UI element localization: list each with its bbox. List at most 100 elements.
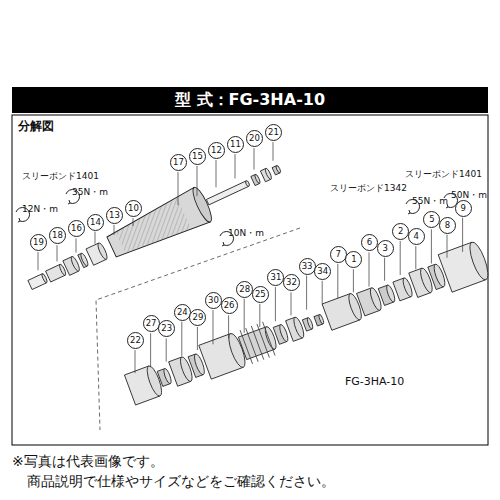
dashed-guide (96, 228, 300, 430)
callout-number: 11 (227, 136, 244, 153)
torque-value: 50N・m (451, 191, 487, 201)
sealant-note: スリーボンド1401 (22, 172, 99, 182)
leader-line (213, 310, 214, 344)
leader-line (291, 292, 292, 315)
leader-lines (38, 142, 463, 373)
part-face (466, 240, 491, 282)
leader-line (415, 246, 416, 269)
callout-number: 30 (205, 292, 222, 309)
part-face (318, 314, 324, 324)
leader-line (38, 252, 39, 270)
frame (12, 115, 488, 445)
sealant-note: スリーボンド1342 (330, 184, 407, 194)
leader-line (133, 218, 134, 226)
leader-line (150, 333, 151, 367)
callout-number: 28 (236, 281, 253, 298)
callout-number: 8 (439, 217, 456, 234)
model-title: 型 式：FG-3HA-10 (175, 90, 325, 111)
torque-value: 35N・m (72, 188, 108, 198)
callout-number: 15 (189, 148, 206, 165)
leader-line (166, 338, 167, 361)
footer-note: 商品説明で仕様やサイズなどをご確認ください。 (27, 474, 335, 489)
callout-number: 19 (30, 234, 47, 251)
leader-line (216, 160, 217, 187)
callout-number: 13 (106, 207, 123, 224)
leader-line (76, 238, 77, 252)
part-face (254, 174, 261, 184)
leader-line (337, 264, 338, 298)
leader-line (228, 315, 229, 338)
callout-number: 18 (49, 227, 66, 244)
callout-number: 26 (221, 297, 238, 314)
leader-line (259, 304, 260, 327)
rotor-blade (251, 326, 263, 360)
body-end (190, 185, 215, 224)
leader-line (447, 235, 448, 258)
part-face (245, 180, 250, 187)
callout-number: 25 (252, 286, 269, 303)
leader-line (322, 281, 323, 304)
leader-line (244, 299, 245, 333)
callout-number: 16 (68, 220, 85, 237)
leader-line (114, 225, 115, 235)
part-face (80, 252, 90, 266)
leader-line (275, 287, 276, 321)
grip-knurl (113, 198, 191, 258)
callout-number: 24 (174, 304, 191, 321)
leader-line (273, 142, 274, 161)
leader-line (369, 252, 370, 286)
callout-number: 14 (87, 214, 104, 231)
callout-number: 7 (330, 246, 347, 263)
callout-number: 9 (455, 200, 472, 217)
part-face (96, 242, 109, 261)
leader-line (353, 269, 354, 292)
leader-line (384, 258, 385, 281)
callout-number: 10 (125, 200, 142, 217)
leader-line (95, 232, 96, 244)
leader-line (178, 172, 179, 205)
rotor-blade (246, 328, 258, 362)
leader-line (135, 350, 136, 373)
callout-number: 34 (314, 263, 331, 280)
leader-line (197, 166, 198, 196)
callout-number: 27 (143, 315, 160, 332)
callout-number: 21 (265, 124, 282, 141)
part-face (275, 165, 281, 174)
leader-line (181, 322, 182, 356)
callout-number: 6 (361, 234, 378, 251)
callout-number: 29 (189, 309, 206, 326)
callout-number: 32 (283, 274, 300, 291)
callout-number: 20 (246, 130, 263, 147)
lower-assembly (123, 240, 491, 409)
callout-number: 12 (208, 142, 225, 159)
section-heading: 分解図 (18, 120, 54, 133)
leader-line (431, 229, 432, 263)
callout-number: 3 (377, 240, 394, 257)
callout-number: 5 (423, 211, 440, 228)
callout-number: 4 (408, 228, 425, 245)
part-face (162, 368, 172, 385)
callout-number: 2 (392, 223, 409, 240)
model-label: FG-3HA-10 (345, 376, 404, 388)
leader-line (57, 245, 58, 261)
callout-number: 23 (158, 320, 175, 337)
part-face (306, 317, 314, 330)
callout-number: 33 (299, 258, 316, 275)
torque-value: 12N・m (22, 205, 58, 215)
part-face (264, 168, 272, 180)
leader-line (462, 218, 463, 252)
leader-line (306, 276, 307, 310)
callout-number: 22 (127, 332, 144, 349)
upper-assembly (22, 151, 288, 302)
rotor-blade (263, 322, 275, 356)
leader-line (400, 241, 401, 275)
leader-line (197, 327, 198, 350)
callout-number: 17 (170, 154, 187, 171)
rotor-blade (257, 324, 269, 358)
part-body (206, 181, 248, 205)
callout-number: 31 (267, 269, 284, 286)
header-bar: 型 式：FG-3HA-10 (12, 87, 488, 113)
sealant-note: スリーボンド1401 (405, 170, 482, 180)
